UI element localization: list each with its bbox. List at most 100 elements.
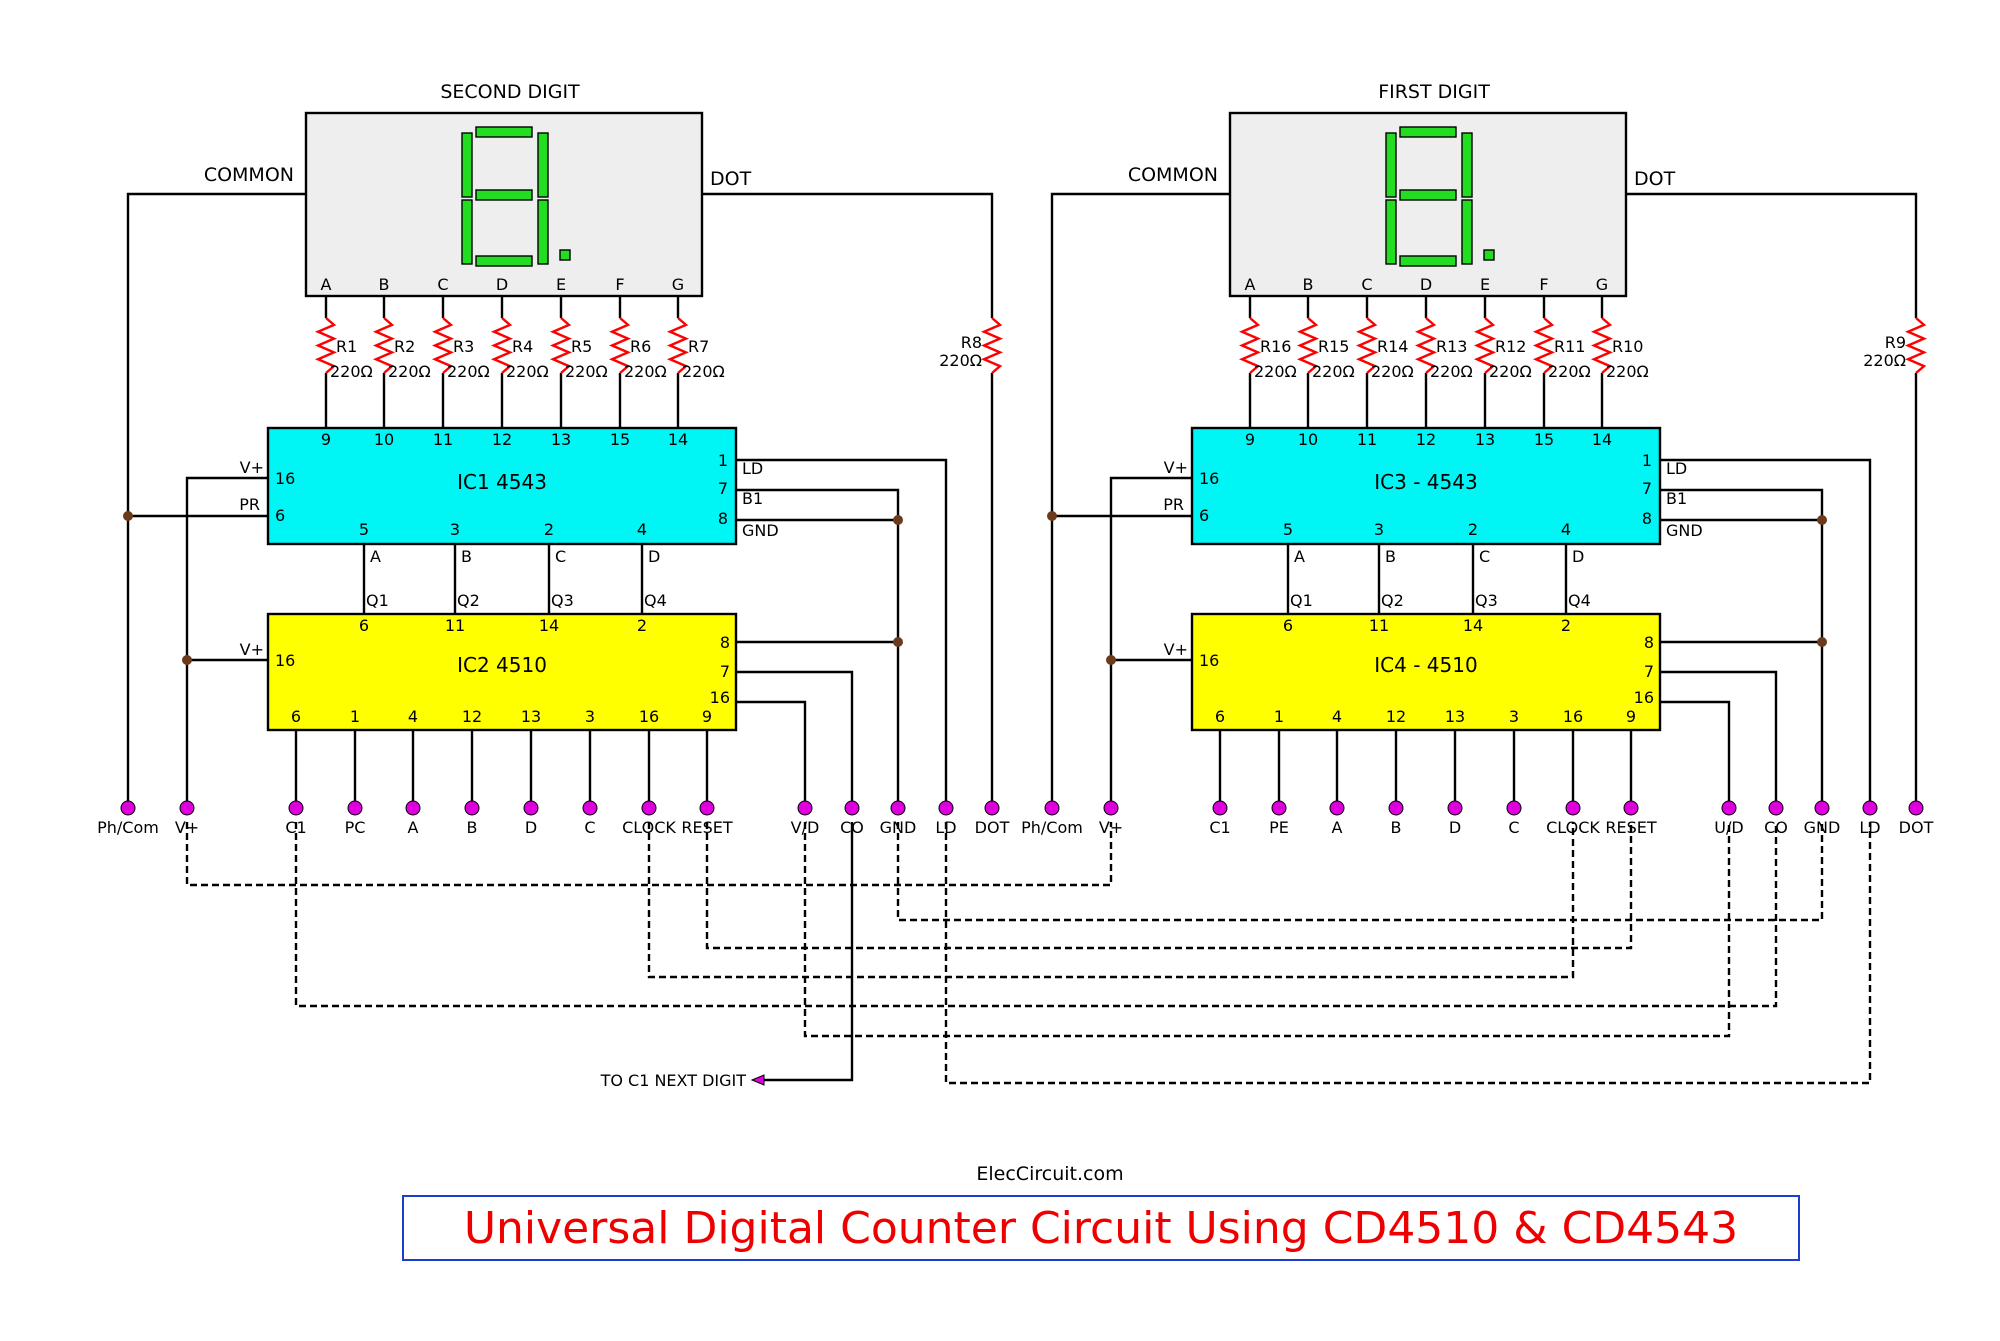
right-decoder-bottom-pin: 3 bbox=[1374, 520, 1384, 539]
right-resistor-name: R15 bbox=[1318, 337, 1349, 356]
right-terminal-pin bbox=[1044, 800, 1060, 816]
right-terminal-label: Ph/Com bbox=[1021, 818, 1083, 837]
right-terminal-label: RESET bbox=[1605, 818, 1656, 837]
left-terminal-pin bbox=[523, 800, 539, 816]
right-decoder-bottom-pin: 4 bbox=[1561, 520, 1571, 539]
right-resistor-value: 220Ω bbox=[1606, 362, 1649, 381]
right-decoder-right-pin: 7 bbox=[1642, 479, 1652, 498]
right-seven-segment-display bbox=[1228, 111, 1628, 298]
bus-reset bbox=[705, 822, 1633, 950]
right-decoder-bottom-label: C bbox=[1479, 547, 1490, 566]
right-segment-c bbox=[1461, 199, 1473, 265]
right-counter-top-pin: 14 bbox=[1463, 616, 1483, 635]
left-resistor-value: 220Ω bbox=[447, 362, 490, 381]
left-resistor-name: R1 bbox=[336, 337, 357, 356]
right-terminal-pin bbox=[1271, 800, 1287, 816]
right-terminal-pin bbox=[1814, 800, 1830, 816]
left-counter-top-pin: 14 bbox=[539, 616, 559, 635]
right-terminal-pin bbox=[1506, 800, 1522, 816]
left-decoder-top-pin: 10 bbox=[374, 430, 394, 449]
right-counter-right-pin: 16 bbox=[1634, 688, 1654, 707]
right-wire-dot-upper bbox=[1626, 192, 1918, 318]
right-resistor-value: 220Ω bbox=[1371, 362, 1414, 381]
left-counter-bottom-pin: 16 bbox=[639, 707, 659, 726]
right-terminal-label: B bbox=[1391, 818, 1402, 837]
left-segment-letter: F bbox=[615, 275, 624, 294]
left-terminal-label: C1 bbox=[285, 818, 306, 837]
right-counter-right-pin: 8 bbox=[1644, 633, 1654, 652]
left-resistor-name: R6 bbox=[630, 337, 651, 356]
right-segment-resistor bbox=[1532, 317, 1556, 374]
left-dot-resistor-name: R8 bbox=[961, 333, 982, 352]
left-counter-q-label: Q4 bbox=[644, 591, 667, 610]
left-resistor-name: R5 bbox=[571, 337, 592, 356]
right-terminal-label: GND bbox=[1804, 818, 1841, 837]
left-wire-vplus-ic1 bbox=[185, 476, 268, 808]
right-terminal-pin bbox=[1103, 800, 1119, 816]
right-junction-gnd-ic1 bbox=[1817, 515, 1827, 525]
right-segment-resistor bbox=[1296, 317, 1320, 374]
right-counter-ic bbox=[1190, 612, 1662, 732]
right-resistor-value: 220Ω bbox=[1489, 362, 1532, 381]
right-counter-bottom-pin: 4 bbox=[1332, 707, 1342, 726]
left-counter-name: IC2 4510 bbox=[457, 653, 547, 677]
left-counter-q-label: Q3 bbox=[551, 591, 574, 610]
right-counter-bottom-pin: 3 bbox=[1509, 707, 1519, 726]
left-dot-resistor bbox=[980, 317, 1004, 374]
right-terminal-pin bbox=[1721, 800, 1737, 816]
left-segment-dp bbox=[559, 249, 571, 261]
right-counter-bottom-pin: 13 bbox=[1445, 707, 1465, 726]
right-segment-a bbox=[1399, 126, 1457, 138]
left-decoder-right-pin: 7 bbox=[718, 479, 728, 498]
right-counter-top-pin: 11 bbox=[1369, 616, 1389, 635]
right-counter-top-pin: 6 bbox=[1283, 616, 1293, 635]
left-segment-resistor bbox=[490, 317, 514, 374]
right-segment-d bbox=[1399, 255, 1457, 267]
right-segment-letter: E bbox=[1480, 275, 1490, 294]
left-resistor-value: 220Ω bbox=[388, 362, 431, 381]
right-decoder-bottom-pin: 2 bbox=[1468, 520, 1478, 539]
right-terminal-label: CLOCK bbox=[1546, 818, 1600, 837]
left-counter-q-label: Q2 bbox=[457, 591, 480, 610]
left-resistor-value: 220Ω bbox=[682, 362, 725, 381]
left-terminal-pin bbox=[797, 800, 813, 816]
left-counter-bottom-pin: 1 bbox=[350, 707, 360, 726]
next-digit-arrow bbox=[750, 1074, 765, 1086]
right-counter-bottom-pin: 6 bbox=[1215, 707, 1225, 726]
right-decoder-pin16: 16 bbox=[1199, 469, 1219, 488]
left-decoder-right-label: B1 bbox=[742, 489, 763, 508]
right-wire-common bbox=[1050, 192, 1230, 808]
right-terminal-pin bbox=[1768, 800, 1784, 816]
left-terminal-pin bbox=[641, 800, 657, 816]
left-terminal-label: DOT bbox=[975, 818, 1010, 837]
left-segment-a bbox=[475, 126, 533, 138]
right-terminal-pin bbox=[1862, 800, 1878, 816]
bus-c1-co bbox=[294, 822, 1778, 1008]
left-resistor-value: 220Ω bbox=[506, 362, 549, 381]
left-resistor-name: R3 bbox=[453, 337, 474, 356]
right-segment-b bbox=[1461, 132, 1473, 198]
right-junction-pr bbox=[1047, 511, 1057, 521]
left-segment-resistor bbox=[431, 317, 455, 374]
right-counter-q-label: Q3 bbox=[1475, 591, 1498, 610]
title-box: Universal Digital Counter Circuit Using … bbox=[402, 1195, 1800, 1261]
bus-clock bbox=[647, 822, 1575, 979]
right-counter-bottom-pin: 1 bbox=[1274, 707, 1284, 726]
left-terminal-pin bbox=[120, 800, 136, 816]
left-terminal-pin bbox=[699, 800, 715, 816]
right-decoder-top-pin: 12 bbox=[1416, 430, 1436, 449]
left-terminal-pin bbox=[984, 800, 1000, 816]
right-decoder-top-pin: 14 bbox=[1592, 430, 1612, 449]
right-counter-right-pin: 7 bbox=[1644, 662, 1654, 681]
left-segment-d bbox=[475, 255, 533, 267]
right-counter-vplus-label: V+ bbox=[1164, 640, 1188, 659]
right-segment-dp bbox=[1483, 249, 1495, 261]
left-resistor-value: 220Ω bbox=[330, 362, 373, 381]
right-terminal-label: V+ bbox=[1099, 818, 1123, 837]
right-dot-resistor bbox=[1904, 317, 1928, 374]
left-segment-resistor bbox=[608, 317, 632, 374]
left-dot-resistor-value: 220Ω bbox=[939, 351, 982, 370]
left-junction-vplus bbox=[182, 655, 192, 665]
